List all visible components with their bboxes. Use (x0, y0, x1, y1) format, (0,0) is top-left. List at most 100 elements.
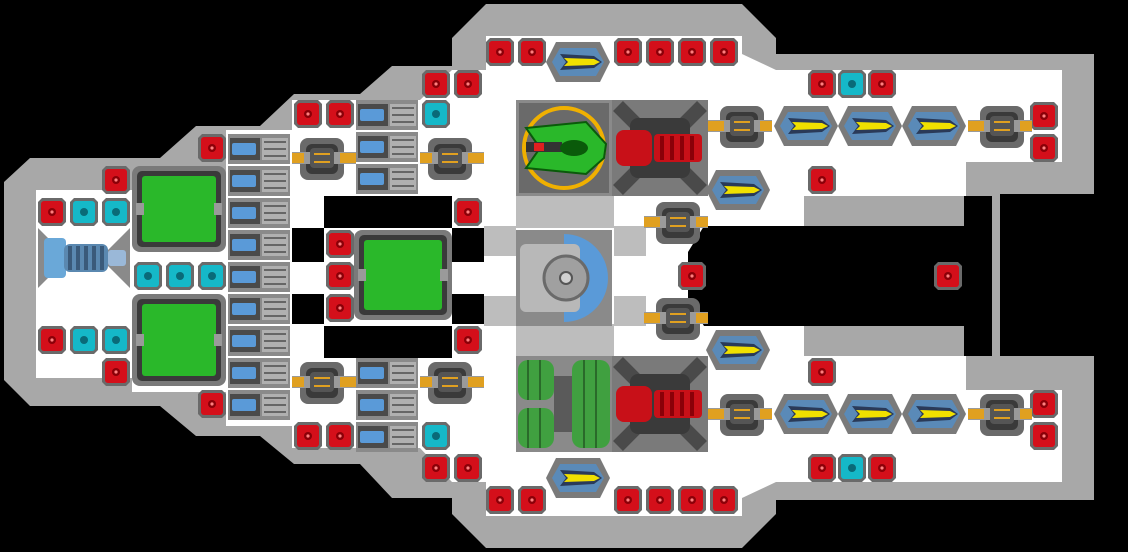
cannon-turret[interactable] (292, 138, 356, 180)
armor-block[interactable] (102, 166, 130, 194)
armor-block[interactable] (678, 262, 706, 290)
armor-block[interactable] (868, 70, 896, 98)
battery-block[interactable] (228, 358, 290, 388)
armor-block[interactable] (868, 454, 896, 482)
power-block[interactable] (198, 262, 226, 290)
power-block[interactable] (166, 262, 194, 290)
armor-block[interactable] (678, 486, 706, 514)
power-block[interactable] (70, 326, 98, 354)
power-block[interactable] (422, 422, 450, 450)
armor-block[interactable] (102, 358, 130, 386)
armor-block[interactable] (486, 486, 514, 514)
armor-block[interactable] (326, 100, 354, 128)
battery-block[interactable] (228, 230, 290, 260)
armor-block[interactable] (454, 198, 482, 226)
armor-block[interactable] (518, 38, 546, 66)
cannon-turret[interactable] (420, 362, 484, 404)
cannon-turret[interactable] (968, 394, 1032, 436)
laser-turret[interactable] (706, 330, 770, 370)
shield-generator[interactable] (354, 230, 452, 320)
armor-block[interactable] (934, 262, 962, 290)
armor-block[interactable] (614, 486, 642, 514)
armor-block[interactable] (454, 326, 482, 354)
cockpit-bridge[interactable] (516, 100, 612, 196)
laser-turret[interactable] (546, 458, 610, 498)
battery-block[interactable] (356, 100, 418, 130)
laser-turret[interactable] (838, 106, 902, 146)
reactor-module[interactable] (612, 356, 708, 452)
armor-block[interactable] (422, 70, 450, 98)
shield-generator[interactable] (132, 166, 226, 252)
armor-block[interactable] (1030, 422, 1058, 450)
armor-block[interactable] (198, 390, 226, 418)
battery-block[interactable] (356, 422, 418, 452)
battery-block[interactable] (228, 294, 290, 324)
armor-block[interactable] (808, 166, 836, 194)
shield-generator[interactable] (132, 294, 226, 386)
armor-block[interactable] (294, 422, 322, 450)
power-block[interactable] (422, 100, 450, 128)
cannon-turret[interactable] (644, 298, 708, 340)
battery-block[interactable] (228, 166, 290, 196)
cannon-turret[interactable] (420, 138, 484, 180)
armor-block[interactable] (422, 454, 450, 482)
laser-turret[interactable] (902, 106, 966, 146)
armor-block[interactable] (326, 262, 354, 290)
armor-block[interactable] (808, 454, 836, 482)
battery-block[interactable] (228, 134, 290, 164)
armor-block[interactable] (38, 326, 66, 354)
armor-block[interactable] (198, 134, 226, 162)
laser-turret[interactable] (902, 394, 966, 434)
thruster-engine[interactable] (38, 228, 130, 288)
cannon-turret[interactable] (968, 106, 1032, 148)
laser-turret[interactable] (706, 170, 770, 210)
battery-block[interactable] (356, 164, 418, 194)
battery-block[interactable] (228, 326, 290, 356)
power-block[interactable] (838, 454, 866, 482)
battery-block[interactable] (356, 358, 418, 388)
armor-block[interactable] (326, 294, 354, 322)
laser-turret[interactable] (838, 394, 902, 434)
block-layer[interactable] (38, 38, 1058, 514)
cannon-turret[interactable] (644, 202, 708, 244)
battery-block[interactable] (356, 132, 418, 162)
power-block[interactable] (70, 198, 98, 226)
armor-block[interactable] (454, 70, 482, 98)
battery-block[interactable] (228, 262, 290, 292)
armor-block[interactable] (1030, 102, 1058, 130)
power-block[interactable] (838, 70, 866, 98)
power-block[interactable] (102, 326, 130, 354)
armor-block[interactable] (678, 38, 706, 66)
battery-block[interactable] (228, 198, 290, 228)
armor-block[interactable] (646, 38, 674, 66)
armor-block[interactable] (486, 38, 514, 66)
power-block[interactable] (134, 262, 162, 290)
armor-block[interactable] (710, 38, 738, 66)
armor-block[interactable] (518, 486, 546, 514)
armor-block[interactable] (614, 38, 642, 66)
cannon-turret[interactable] (292, 362, 356, 404)
cannon-turret[interactable] (708, 106, 772, 148)
laser-turret[interactable] (774, 106, 838, 146)
battery-block[interactable] (228, 390, 290, 420)
armor-block[interactable] (294, 100, 322, 128)
fuel-tank[interactable] (516, 356, 612, 452)
armor-block[interactable] (808, 358, 836, 386)
armor-block[interactable] (646, 486, 674, 514)
ship-core[interactable] (516, 230, 612, 326)
armor-block[interactable] (326, 230, 354, 258)
armor-block[interactable] (808, 70, 836, 98)
armor-block[interactable] (710, 486, 738, 514)
armor-block[interactable] (38, 198, 66, 226)
armor-block[interactable] (326, 422, 354, 450)
power-block[interactable] (102, 198, 130, 226)
armor-block[interactable] (1030, 134, 1058, 162)
laser-turret[interactable] (546, 42, 610, 82)
armor-block[interactable] (1030, 390, 1058, 418)
laser-turret[interactable] (774, 394, 838, 434)
reactor-module[interactable] (612, 100, 708, 196)
battery-block[interactable] (356, 390, 418, 420)
armor-block[interactable] (454, 454, 482, 482)
